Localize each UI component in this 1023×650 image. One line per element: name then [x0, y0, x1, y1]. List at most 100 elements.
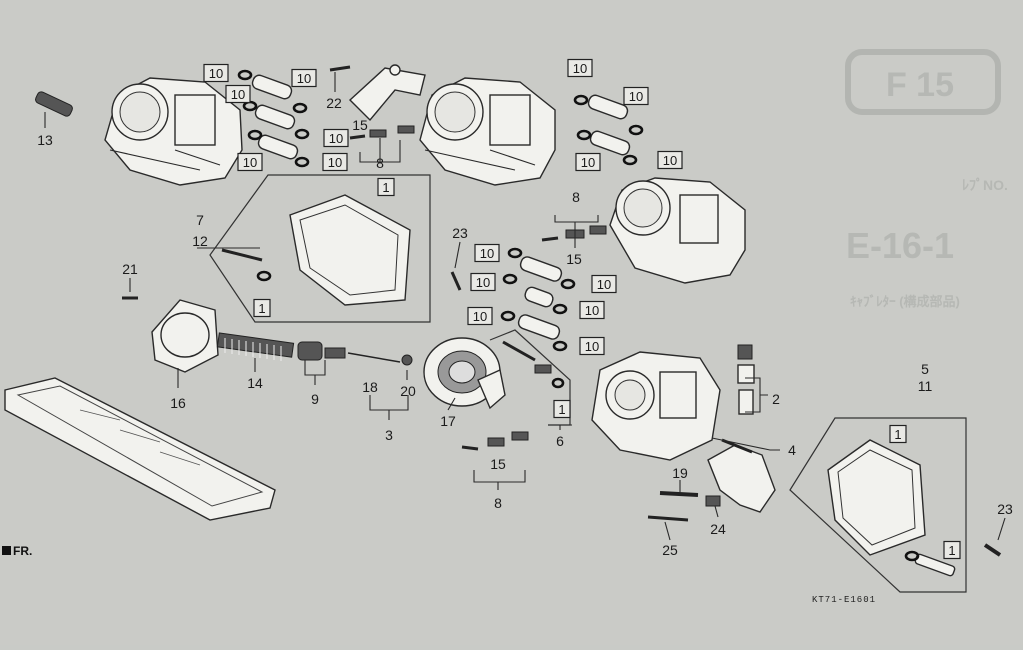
callout-c21: 21 [122, 261, 138, 277]
svg-text:10: 10 [480, 246, 494, 261]
boxed-label-one-18: 1 [553, 399, 571, 419]
boxed-label-one-16: 1 [377, 177, 395, 197]
callout-c7: 7 [196, 212, 204, 228]
front-marker: FR. [2, 544, 32, 558]
boxed-label-one-20: 1 [943, 540, 961, 560]
callout-c23b: 23 [997, 501, 1013, 517]
boxed-label-one-17: 1 [253, 298, 271, 318]
callout-c8a: 8 [376, 155, 384, 171]
callout-c13: 13 [37, 132, 53, 148]
svg-text:1: 1 [558, 402, 565, 417]
callout-c18: 18 [362, 379, 378, 395]
ghost-ref-label: ﾚﾌﾟNO. [962, 177, 1008, 193]
boxed-label-ten-8: 10 [575, 152, 601, 172]
linkage-bracket [348, 64, 426, 122]
boxed-label-ten-3: 10 [323, 128, 349, 148]
callout-c14: 14 [247, 375, 263, 391]
gasket-kit-frame-5-11 [789, 417, 967, 593]
svg-text:10: 10 [663, 153, 677, 168]
boxed-label-ten-5: 10 [322, 152, 348, 172]
callout-c12: 12 [192, 233, 208, 249]
svg-text:10: 10 [328, 155, 342, 170]
boxed-label-ten-11: 10 [470, 272, 496, 292]
callout-c15b: 15 [566, 251, 582, 267]
svg-text:1: 1 [894, 427, 901, 442]
front-marker-text: FR. [13, 544, 32, 558]
svg-text:10: 10 [329, 131, 343, 146]
spring-14 [216, 332, 295, 361]
boxed-label-ten-15: 10 [579, 336, 605, 356]
callout-c3: 3 [385, 427, 393, 443]
svg-text:10: 10 [585, 339, 599, 354]
callout-c8c: 8 [494, 495, 502, 511]
callout-c15c: 15 [490, 456, 506, 472]
boxed-label-ten-12: 10 [591, 274, 617, 294]
callout-c24: 24 [710, 521, 726, 537]
callout-c11: 11 [918, 378, 933, 394]
joint-pipes-middle [500, 247, 576, 352]
svg-text:10: 10 [473, 309, 487, 324]
air-chamber-tray [4, 377, 276, 521]
ghost-ref-sub: ｷｬﾌﾞﾚﾀｰ (構成部品) [850, 294, 960, 309]
small-hardware-upper [329, 65, 415, 140]
callout-c19: 19 [672, 465, 688, 481]
svg-text:10: 10 [573, 61, 587, 76]
callout-c2: 2 [772, 391, 780, 407]
callout-c5: 5 [921, 361, 929, 377]
callout-c23a: 23 [452, 225, 468, 241]
ghost-header: F 15 ﾚﾌﾟNO. E-16-1 ｷｬﾌﾞﾚﾀｰ (構成部品) [845, 49, 1008, 309]
callout-c22: 22 [326, 95, 342, 111]
callout-c25: 25 [662, 542, 678, 558]
svg-text:10: 10 [231, 87, 245, 102]
boxed-label-ten-6: 10 [567, 58, 593, 78]
svg-text:1: 1 [258, 301, 265, 316]
svg-text:10: 10 [209, 66, 223, 81]
boxed-label-ten-7: 10 [623, 86, 649, 106]
carburetor-body-3 [609, 177, 746, 284]
float-assembly [707, 344, 776, 513]
boxed-label-one-19: 1 [889, 424, 907, 444]
joint-pipes-upper [237, 69, 644, 168]
callout-c20: 20 [400, 383, 416, 399]
jet-needle-assembly [297, 341, 413, 366]
leader-lines [44, 72, 1006, 541]
callout-c15a: 15 [352, 117, 368, 133]
svg-text:10: 10 [243, 155, 257, 170]
small-hardware-lower [461, 431, 1002, 557]
svg-text:10: 10 [476, 275, 490, 290]
carburetor-body-1 [104, 77, 243, 186]
vacuum-piston-17 [423, 337, 506, 410]
boxed-label-ten-2: 10 [291, 68, 317, 88]
gasket-kit-frame-7-12 [209, 174, 431, 323]
svg-text:1: 1 [948, 543, 955, 558]
svg-text:10: 10 [597, 277, 611, 292]
ghost-ref-number: E-16-1 [846, 225, 954, 266]
ghost-page-number: F 15 [886, 66, 954, 104]
boxed-label-ten-14: 10 [579, 300, 605, 320]
svg-text:10: 10 [297, 71, 311, 86]
top-cover-16 [151, 299, 219, 373]
callout-c16: 16 [170, 395, 186, 411]
carburetor-body-2 [419, 77, 556, 186]
boxed-label-ten-0: 10 [203, 63, 229, 83]
callout-c17: 17 [440, 413, 456, 429]
svg-text:10: 10 [581, 155, 595, 170]
sensor-part-13 [35, 91, 73, 117]
svg-text:1: 1 [382, 180, 389, 195]
callout-c6: 6 [556, 433, 564, 449]
boxed-label-ten-1: 10 [225, 84, 251, 104]
callout-c9: 9 [311, 391, 319, 407]
boxed-label-ten-4: 10 [237, 152, 263, 172]
carburetor-body-4 [591, 351, 721, 461]
callout-c8b: 8 [572, 189, 580, 205]
svg-text:10: 10 [629, 89, 643, 104]
callout-c4: 4 [788, 442, 796, 458]
boxed-label-ten-9: 10 [657, 150, 683, 170]
svg-text:10: 10 [585, 303, 599, 318]
boxed-label-ten-13: 10 [467, 306, 493, 326]
drawing-code: KT71-E1601 [812, 595, 876, 605]
boxed-label-ten-10: 10 [474, 243, 500, 263]
